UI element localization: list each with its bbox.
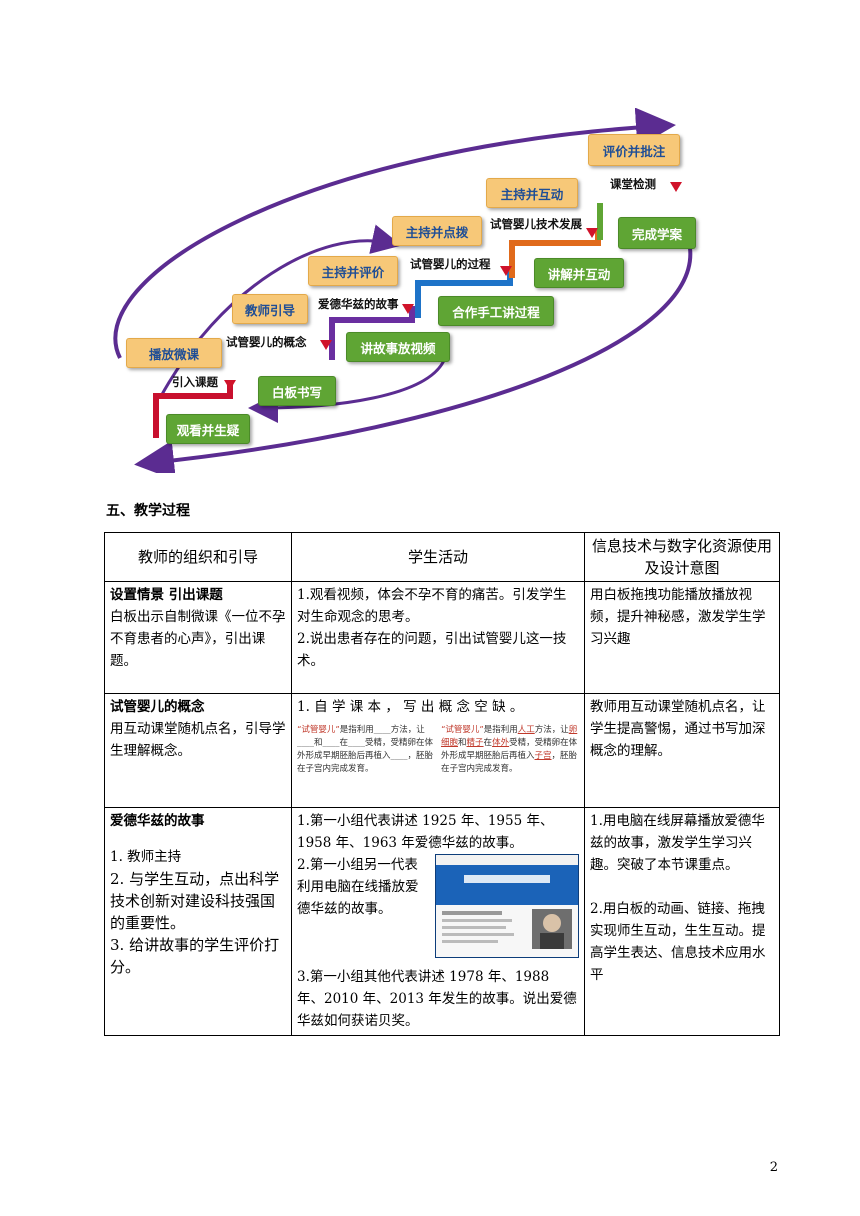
browser-screenshot-graphic [436, 855, 578, 957]
label-test: 课堂检测 [610, 177, 656, 191]
cell-teacher: 爱德华兹的故事 1. 教师主持 2. 与学生互动，点出科学技术创新对建设科技强国… [104, 807, 292, 1036]
worksheet-term: “试管婴儿” [297, 725, 340, 735]
ellipse-arc-right [134, 247, 693, 473]
small-arc-right [248, 357, 447, 423]
worksheet-answer: 卵细胞 [441, 725, 578, 748]
box-teacher-guide: 教师引导 [232, 294, 308, 324]
box-observe: 观看并生疑 [166, 414, 250, 444]
cell-student: 1.观看视频，体会不孕不育的痛苦。引发学生对生命观念的思考。 2.说出患者存在的… [291, 581, 585, 694]
worksheet-text: 受精，受精卵在体外形成早期胚胎后再植入 [441, 738, 578, 761]
label-intro: 引入课题 [172, 375, 218, 389]
worksheet-answer: 人工 [517, 725, 535, 735]
box-complete-case: 完成学案 [618, 217, 696, 249]
box-host-point: 主持并点拨 [392, 216, 482, 246]
worksheet-text: ，胚胎在子宫内完成发育。 [441, 751, 578, 774]
worksheet-text: 方法，让 [534, 725, 569, 735]
concept-worksheet-images: “试管婴儿”是指利用____方法，让____和____在____受精，受精卵在体… [297, 724, 579, 776]
student-item: 2.说出患者存在的问题，引出试管婴儿这一技术。 [297, 631, 567, 669]
worksheet-blank: “试管婴儿”是指利用____方法，让____和____在____受精，受精卵在体… [297, 724, 435, 776]
box-play-micro: 播放微课 [126, 338, 222, 368]
box-explain-interact: 讲解并互动 [534, 258, 624, 288]
student-item: 1.观看视频，体会不孕不育的痛苦。引发学生对生命观念的思考。 [297, 587, 567, 625]
teaching-process-table: 教师的组织和引导 学生活动 信息技术与数字化资源使用及设计意图 设置情景 引出课… [104, 532, 780, 1036]
browser-screenshot-image [435, 854, 579, 958]
worksheet-text: 是指利用____方法，让____和____在____受精，受精卵在体外形成早期胚… [297, 725, 434, 774]
box-host-evaluate: 主持并评价 [308, 256, 398, 286]
marker-triangle [320, 340, 332, 350]
page-number: 2 [769, 1160, 778, 1175]
label-concept: 试管婴儿的概念 [226, 335, 307, 349]
marker-triangle [500, 266, 512, 276]
cell-student: 1. 自 学 课 本 ， 写 出 概 念 空 缺 。 “试管婴儿”是指利用___… [291, 693, 585, 808]
header-tech: 信息技术与数字化资源使用及设计意图 [584, 532, 780, 582]
marker-triangle [586, 228, 598, 238]
teacher-item: 1. 教师主持 [110, 849, 182, 865]
cell-tech: 1.用电脑在线屏幕播放爱德华兹的故事，激发学生学习兴趣。突破了本节课重点。 2.… [584, 807, 780, 1036]
row-teacher-text: 白板出示自制微课《一位不孕不育患者的心声》，引出课题。 [110, 609, 286, 669]
student-item: 2.第一小组另一代表利用电脑在线播放爱德华兹的故事。 [297, 857, 419, 917]
worksheet-text: 和 [458, 738, 467, 748]
worksheet-answer: 精子 [466, 738, 484, 748]
table-row: 试管婴儿的概念 用互动课堂随机点名，引导学生理解概念。 1. 自 学 课 本 ，… [104, 693, 780, 808]
header-teacher: 教师的组织和引导 [104, 532, 292, 582]
tech-item: 2.用白板的动画、链接、拖拽实现师生互动，生生互动。提高学生表达、信息技术应用水… [590, 901, 766, 983]
worksheet-filled: “试管婴儿”是指利用人工方法，让卵细胞和精子在体外受精，受精卵在体外形成早期胚胎… [441, 724, 579, 776]
worksheet-answer: 体外 [492, 738, 510, 748]
row-title: 爱德华兹的故事 [110, 813, 205, 829]
worksheet-answer: 子宫 [534, 751, 552, 761]
label-edwards: 爱德华兹的故事 [318, 297, 399, 311]
tech-item: 1.用电脑在线屏幕播放爱德华兹的故事，激发学生学习兴趣。突破了本节课重点。 [590, 813, 765, 873]
teaching-flow-diagram: 观看并生疑 白板书写 讲故事放视频 合作手工讲过程 讲解并互动 完成学案 播放微… [100, 108, 720, 473]
worksheet-term: “试管婴儿” [441, 725, 484, 735]
box-evaluate-mark: 评价并批注 [588, 134, 680, 166]
marker-triangle [670, 182, 682, 192]
cell-teacher: 设置情景 引出课题 白板出示自制微课《一位不孕不育患者的心声》，引出课题。 [104, 581, 292, 694]
marker-triangle [224, 380, 236, 390]
teacher-item: 3. 给讲故事的学生评价打分。 [110, 936, 280, 976]
worksheet-text: 在 [483, 738, 493, 748]
teacher-item: 2. 与学生互动，点出科学技术创新对建设科技强国的重要性。 [110, 870, 280, 932]
row-teacher-text: 用互动课堂随机点名，引导学生理解概念。 [110, 721, 286, 759]
ellipse-arc-top [113, 108, 676, 359]
table-row: 设置情景 引出课题 白板出示自制微课《一位不孕不育患者的心声》，引出课题。 1.… [104, 581, 780, 694]
header-student: 学生活动 [291, 532, 585, 582]
row-title: 试管婴儿的概念 [110, 699, 205, 715]
label-tech-dev: 试管婴儿技术发展 [490, 217, 582, 231]
cell-student: 1.第一小组代表讲述 1925 年、1955 年、1958 年、1963 年爱德… [291, 807, 585, 1036]
worksheet-text: 是指利用 [483, 725, 518, 735]
student-item: 3.第一小组其他代表讲述 1978 年、1988 年、2010 年、2013 年… [297, 969, 577, 1029]
student-item: 1.第一小组代表讲述 1925 年、1955 年、1958 年、1963 年爱德… [297, 813, 554, 851]
table-row: 爱德华兹的故事 1. 教师主持 2. 与学生互动，点出科学技术创新对建设科技强国… [104, 807, 780, 1036]
box-story-video: 讲故事放视频 [346, 332, 450, 362]
marker-triangle [402, 304, 414, 314]
cell-tech: 用白板拖拽功能播放播放视频，提升神秘感，激发学生学习兴趣 [584, 581, 780, 694]
box-handcraft: 合作手工讲过程 [438, 296, 554, 326]
box-host-interact: 主持并互动 [486, 178, 578, 208]
cell-teacher: 试管婴儿的概念 用互动课堂随机点名，引导学生理解概念。 [104, 693, 292, 808]
table-header-row: 教师的组织和引导 学生活动 信息技术与数字化资源使用及设计意图 [104, 532, 780, 582]
row-title: 设置情景 引出课题 [110, 587, 223, 603]
label-process: 试管婴儿的过程 [410, 257, 491, 271]
section-title: 五、教学过程 [106, 503, 190, 519]
box-whiteboard: 白板书写 [258, 376, 336, 406]
student-item: 1. 自 学 课 本 ， 写 出 概 念 空 缺 。 [297, 699, 524, 715]
cell-tech: 教师用互动课堂随机点名，让学生提高警惕，通过书写加深概念的理解。 [584, 693, 780, 808]
